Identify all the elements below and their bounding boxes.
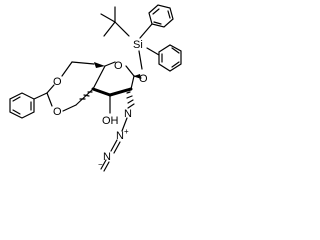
si-o-bond <box>138 50 143 70</box>
azide-plus-sign: + <box>124 127 129 136</box>
bold-bond-c3-c4 <box>91 87 112 97</box>
acetal-oxygen-bottom-label: O <box>53 106 62 118</box>
azide-n2-label: N <box>116 130 124 142</box>
azide-minus-sign: − <box>98 160 103 169</box>
ring-oxygen-label: O <box>114 60 123 72</box>
azide-n1-label: N <box>124 108 132 120</box>
hydroxyl-label: OH <box>102 115 119 127</box>
acetal-oxygen-top-label: O <box>53 76 62 88</box>
tert-butyl-group <box>100 6 130 37</box>
phenyl-ring-si-right <box>146 44 182 72</box>
wedge-c5 <box>94 62 105 68</box>
glycosidic-oxygen-label: O <box>139 73 148 85</box>
azide-chain <box>100 117 128 172</box>
hashed-bond-c2-n <box>126 91 135 109</box>
benzylidene-acetal-ring <box>46 61 95 112</box>
hashed-bond-c4-o <box>79 91 93 100</box>
silicon-atom-label: Si <box>133 39 143 51</box>
azide-n3-label: N <box>103 151 111 163</box>
phenyl-ring-si-upper <box>139 4 174 39</box>
phenyl-ring-acetal <box>9 92 48 119</box>
glycosidic-bond <box>133 75 142 79</box>
molecule-structure: Si O O O O OH N N + N − <box>9 4 182 172</box>
bold-bond-c1-c2 <box>108 87 133 97</box>
